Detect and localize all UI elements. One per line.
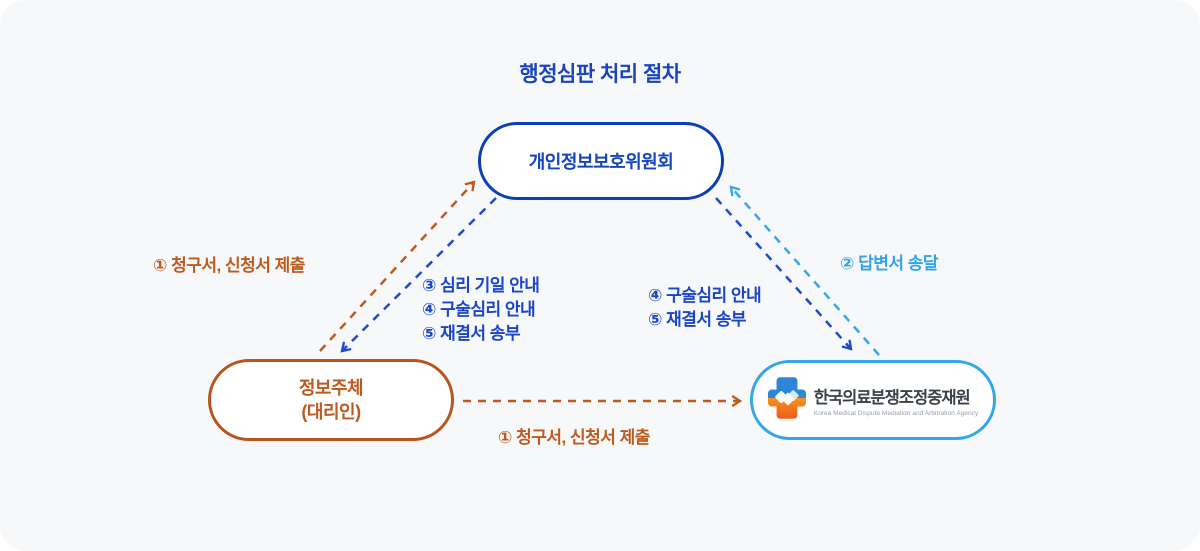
node-subject-label-line2: (대리인) bbox=[301, 402, 361, 422]
node-commission-label: 개인정보보호위원회 bbox=[528, 152, 674, 172]
label-notify-subject-line2: ④ 구술심리 안내 bbox=[422, 300, 536, 319]
label-notify-subject: ③ 심리 기일 안내 ④ 구술심리 안내 ⑤ 재결서 송부 bbox=[422, 274, 540, 346]
node-commission: 개인정보보호위원회 bbox=[478, 122, 724, 200]
label-notify-subject-line3: ⑤ 재결서 송부 bbox=[422, 324, 521, 343]
node-agency-label: 한국의료분쟁조정중재원 bbox=[813, 388, 971, 407]
medical-cross-handshake-icon bbox=[767, 376, 806, 425]
arrow-agency-to-commission bbox=[729, 185, 880, 356]
label-reply-delivery: ② 답변서 송달 bbox=[840, 254, 939, 273]
node-subject-label-line1: 정보주체 bbox=[298, 378, 364, 398]
arrow-commission-to-agency bbox=[715, 197, 853, 351]
arrow-commission-to-subject bbox=[340, 197, 497, 353]
node-agency-sublabel: Korea Medical Dispute Mediation and Arbi… bbox=[813, 409, 979, 417]
label-notify-agency-line1: ④ 구술심리 안내 bbox=[648, 286, 762, 305]
diagram-title: 행정심판 처리 절차 bbox=[519, 63, 681, 86]
node-subject: 정보주체 (대리인) bbox=[208, 359, 454, 441]
node-agency: 한국의료분쟁조정중재원 Korea Medical Dispute Mediat… bbox=[750, 360, 996, 440]
label-submit-left: ① 청구서, 신청서 제출 bbox=[153, 256, 305, 275]
label-notify-agency-line2: ⑤ 재결서 송부 bbox=[648, 310, 747, 329]
label-notify-subject-line1: ③ 심리 기일 안내 bbox=[422, 276, 540, 295]
label-submit-bottom: ① 청구서, 신청서 제출 bbox=[498, 428, 650, 447]
label-notify-agency: ④ 구술심리 안내 ⑤ 재결서 송부 bbox=[648, 284, 762, 332]
